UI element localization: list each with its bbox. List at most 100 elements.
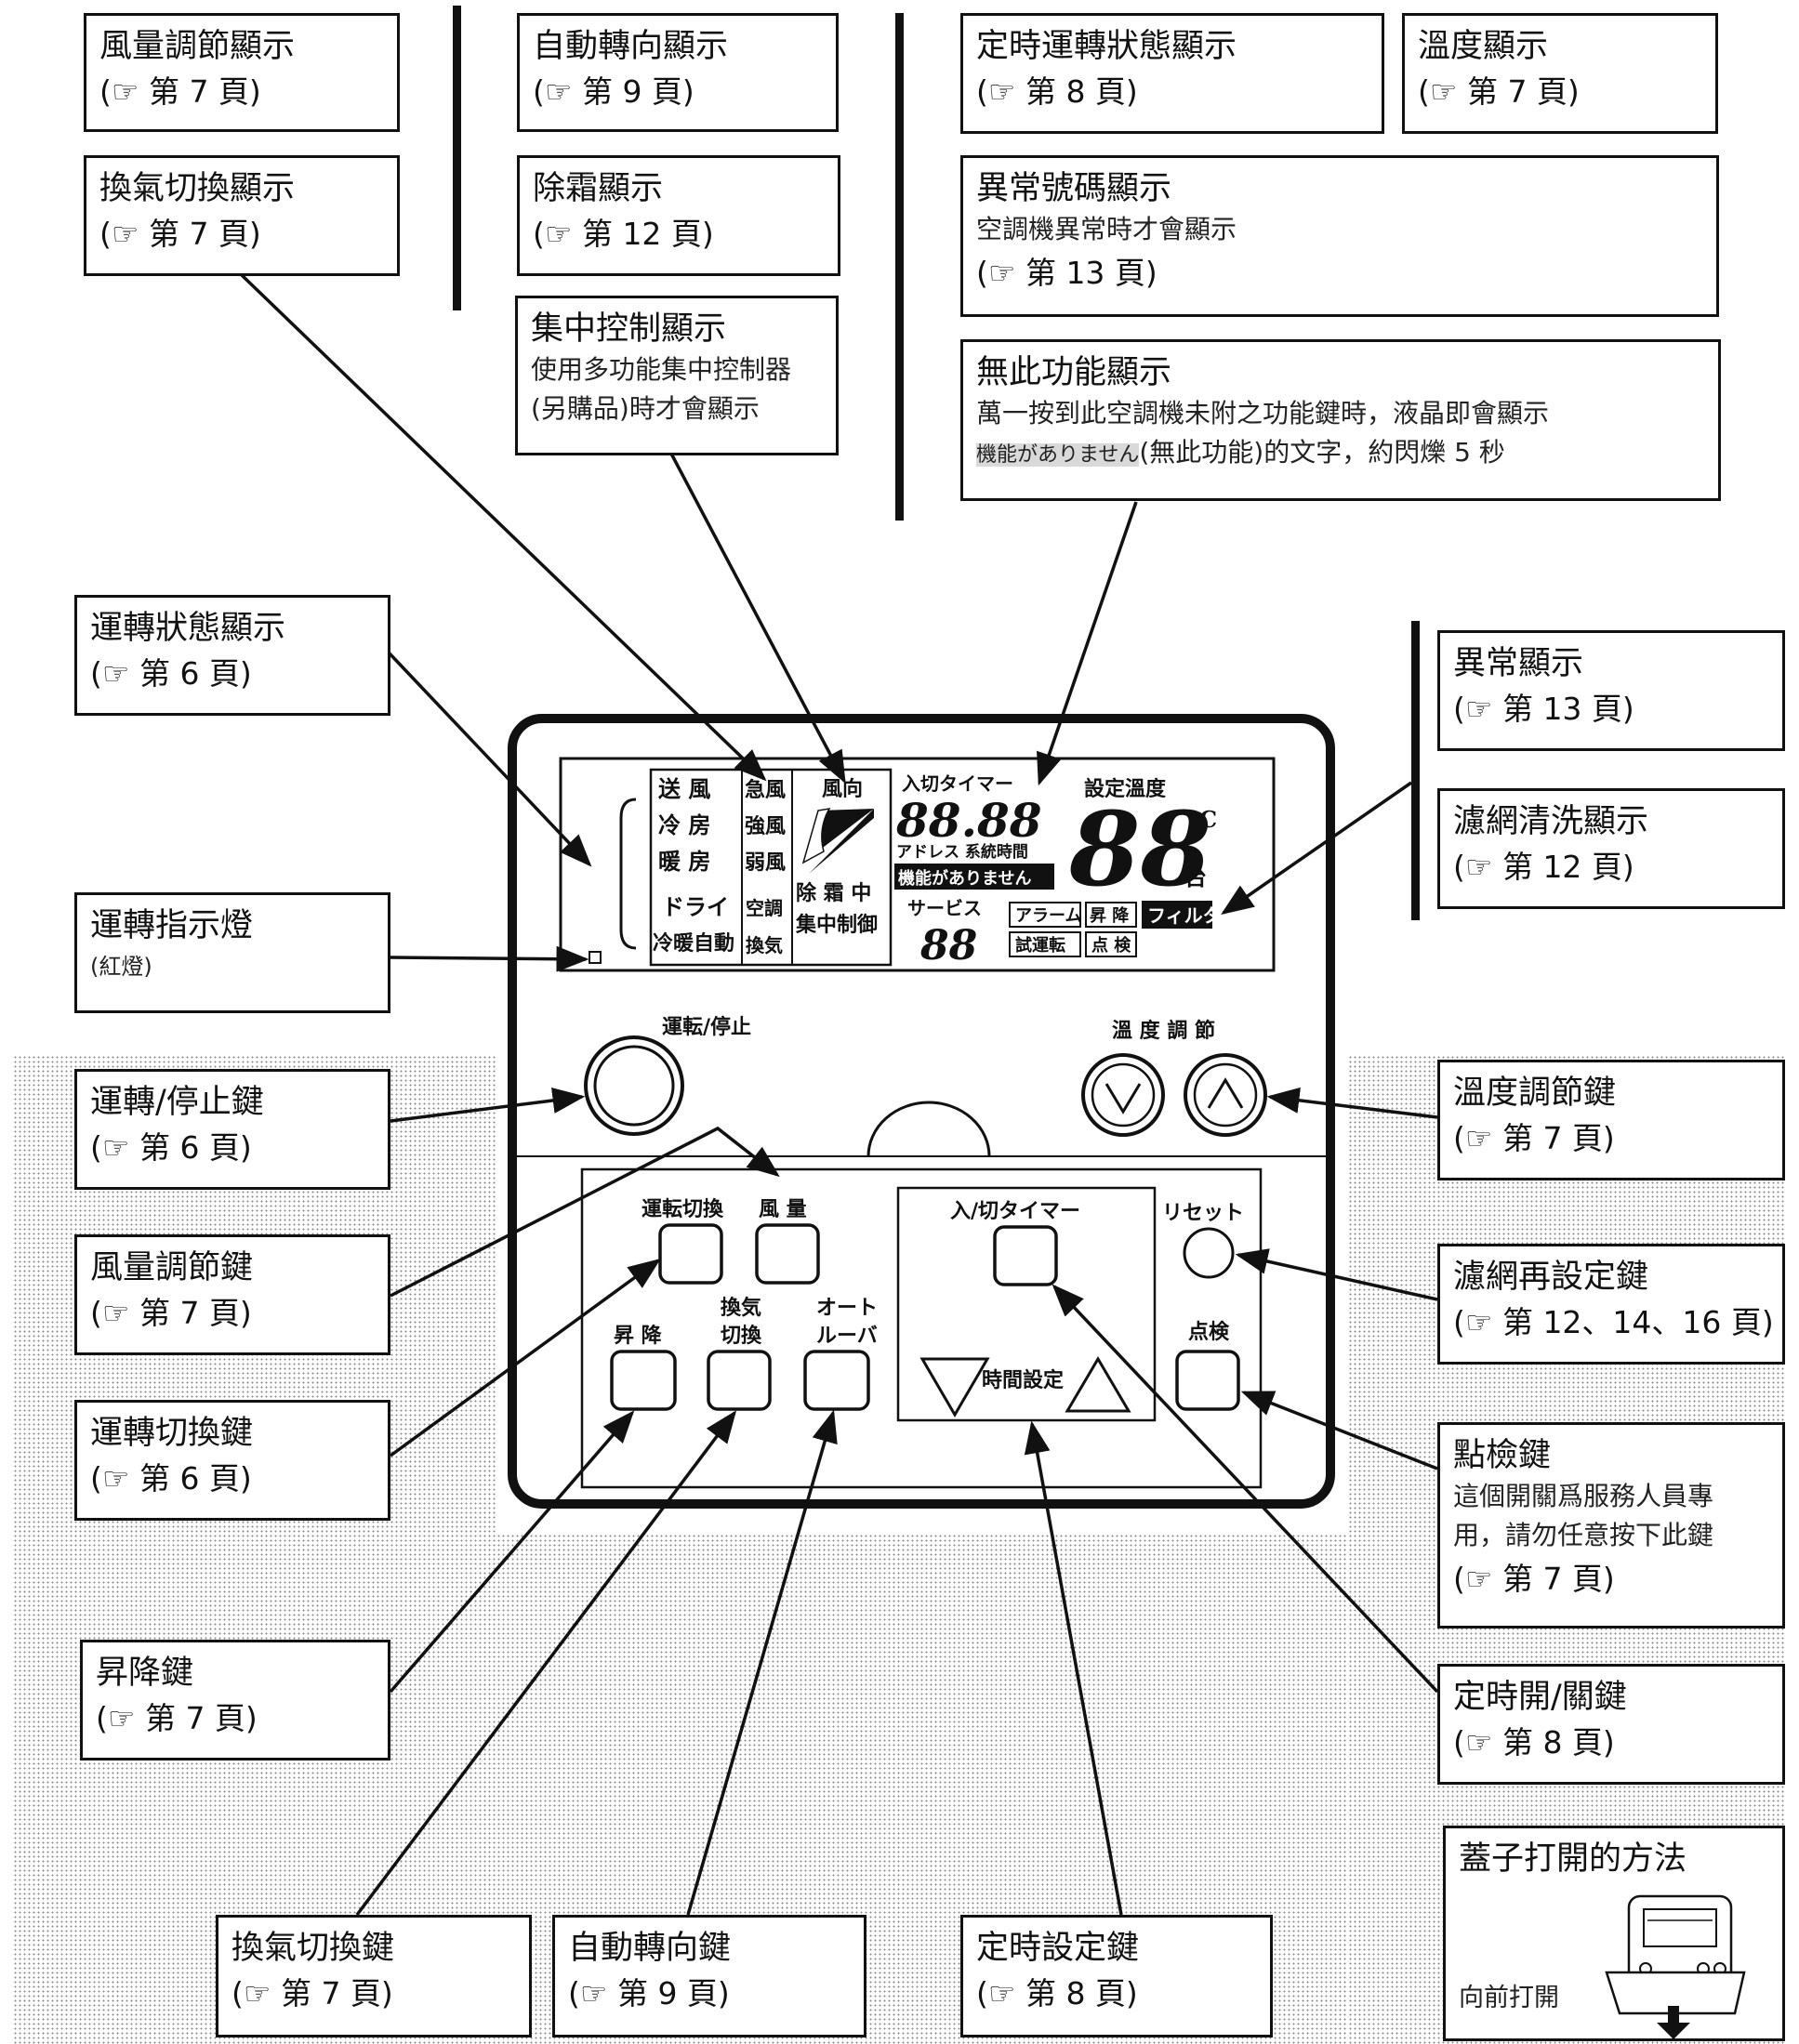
temp-down-button[interactable] (1081, 1053, 1165, 1137)
separator-rule (895, 13, 904, 521)
fan-speed-button[interactable] (755, 1223, 820, 1285)
callout-operation-status-display: 運轉狀態顯示 (☞ 第 6 頁) (74, 595, 390, 716)
lcd-mode-cool: 冷 房 (658, 811, 710, 838)
callout-page-ref: (☞ 第 7 頁) (1453, 1561, 1615, 1597)
callout-operation-lamp: 運轉指示燈 (紅燈) (74, 892, 390, 1013)
callout-title: 濾網清洗顯示 (1453, 803, 1649, 840)
timer-down-button[interactable] (919, 1357, 990, 1418)
callout-title: 濾網再設定鍵 (1453, 1259, 1649, 1296)
lcd-filter-box (1142, 901, 1212, 929)
triangle-up-icon (1065, 1356, 1131, 1413)
lcd-test-run: 試運転 (1015, 935, 1065, 956)
leader-line (390, 945, 589, 972)
cover-open-caption: 向前打開 (1459, 1984, 1559, 2012)
callout-page-ref: (☞ 第 7 頁) (90, 1295, 252, 1331)
check-button[interactable] (1175, 1350, 1240, 1411)
callout-description: 使用多功能集中控制器 (531, 354, 792, 385)
callout-description: (紅燈) (90, 954, 152, 980)
callout-page-ref: (☞ 第 12、14、16 頁) (1453, 1304, 1774, 1340)
callout-defrost-display: 除霜顯示 (☞ 第 12 頁) (517, 155, 840, 276)
callout-auto-swing-key: 自動轉向鍵 (☞ 第 9 頁) (552, 1915, 866, 2037)
lcd-timer-label: 入切タイマー (902, 772, 1013, 795)
lcd-no-function-message: 機能がありません (898, 868, 1031, 889)
callout-page-ref: (☞ 第 9 頁) (568, 1975, 730, 2011)
callout-fan-speed-display: 風量調節顯示 (☞ 第 7 頁) (84, 13, 400, 132)
lcd-test-run-box (1009, 931, 1081, 957)
leader-line (686, 1409, 838, 1916)
lcd-temp-digits: 88 (1068, 789, 1211, 909)
ventilation-button[interactable] (707, 1350, 772, 1411)
callout-page-ref: (☞ 第 12 頁) (1453, 849, 1634, 885)
callout-title: 集中控制顯示 (531, 310, 727, 348)
lcd-service-label: サービス (907, 897, 982, 919)
auto-louver-button[interactable] (803, 1350, 870, 1411)
lcd-filter: フィルタ (1147, 904, 1222, 927)
temp-adjust-label: 溫 度 調 節 (1112, 1019, 1215, 1043)
callout-page-ref: (☞ 第 13 頁) (1453, 691, 1634, 727)
leader-line (390, 1126, 780, 1298)
timer-on-off-button[interactable] (993, 1225, 1058, 1286)
callout-title: 運轉狀態顯示 (90, 610, 286, 647)
callout-page-ref: (☞ 第 8 頁) (1453, 1724, 1615, 1760)
callout-title: 點檢鍵 (1453, 1437, 1552, 1474)
callout-title: 異常顯示 (1453, 645, 1584, 682)
separator-rule (1411, 621, 1420, 920)
leader-line (1266, 1087, 1438, 1119)
lower-key-panel (580, 1167, 1263, 1489)
callout-page-ref: (☞ 第 9 頁) (533, 73, 694, 110)
lift-label: 昇 降 (614, 1324, 663, 1348)
temp-up-button[interactable] (1184, 1053, 1267, 1137)
callout-title: 溫度調節鍵 (1453, 1075, 1617, 1112)
timer-on-off-label: 入/切タイマー (950, 1199, 1080, 1223)
callout-title: 定時開/關鍵 (1453, 1679, 1627, 1716)
callout-title: 定時運轉狀態顯示 (976, 28, 1237, 65)
lcd-ventilation-ac: 空調 (746, 897, 783, 919)
callout-central-control-display: 集中控制顯示 使用多功能集中控制器 (另購品)時才會顯示 (515, 296, 839, 455)
triangle-down-icon (919, 1357, 990, 1418)
callout-description: (另購品)時才會顯示 (531, 393, 760, 424)
callout-title: 除霜顯示 (533, 170, 664, 207)
callout-temperature-display: 溫度顯示 (☞ 第 7 頁) (1402, 13, 1718, 134)
callout-page-ref: (☞ 第 8 頁) (976, 1975, 1138, 2011)
callout-page-ref: (☞ 第 7 頁) (99, 216, 261, 252)
auto-louver-label-1: オート (816, 1296, 878, 1320)
fan-speed-label: 風 量 (759, 1197, 807, 1221)
lcd-unit: 台 (1184, 864, 1207, 890)
callout-title: 換氣切換鍵 (231, 1930, 395, 1967)
callout-description: 用，請勿任意按下此鍵 (1453, 1520, 1714, 1550)
run-stop-label: 運転/停止 (662, 1015, 751, 1039)
lcd-mode-heat: 暖 房 (658, 848, 710, 875)
arrow-down-icon (1657, 2006, 1690, 2039)
leader-lines (240, 273, 1439, 1917)
timer-panel (896, 1186, 1157, 1422)
callout-run-stop-key: 運轉/停止鍵 (☞ 第 6 頁) (74, 1069, 390, 1190)
callout-page-ref: (☞ 第 7 頁) (1453, 1120, 1615, 1156)
callout-page-ref: (☞ 第 7 頁) (231, 1975, 393, 2011)
lcd-celsius: °C (1188, 806, 1217, 833)
lcd-fan-weak: 弱風 (745, 851, 786, 875)
callout-title: 蓋子打開的方法 (1459, 1840, 1687, 1878)
callout-filter-clean-display: 濾網清洗顯示 (☞ 第 12 頁) (1437, 788, 1785, 909)
cover-open-illustration (1605, 1894, 1746, 2039)
mode-switch-button[interactable] (658, 1223, 723, 1285)
filter-reset-button[interactable] (1183, 1227, 1235, 1279)
callout-timer-set-key: 定時設定鍵 (☞ 第 8 頁) (960, 1915, 1273, 2037)
callout-timer-status-display: 定時運轉狀態顯示 (☞ 第 8 頁) (960, 13, 1384, 134)
remote-controller: 送 風 冷 房 暖 房 ドライ 冷暖自動 急風 強風 弱風 空調 換気 風向 除… (508, 714, 1335, 1509)
chevron-down-icon (1105, 1083, 1142, 1114)
ventilation-label-2: 切換 (721, 1324, 762, 1348)
callout-description: 機能がありません(無此功能)的文字，約閃爍 5 秒 (976, 437, 1505, 468)
timer-up-button[interactable] (1065, 1356, 1131, 1413)
callout-page-ref: (☞ 第 7 頁) (1418, 73, 1580, 110)
cover-notch (866, 1101, 991, 1157)
callout-mode-key: 運轉切換鍵 (☞ 第 6 頁) (74, 1400, 390, 1521)
callout-page-ref: (☞ 第 7 頁) (96, 1700, 258, 1736)
lift-button[interactable] (610, 1350, 677, 1411)
callout-title: 異常號碼顯示 (976, 170, 1172, 207)
leader-line (1052, 1284, 1439, 1694)
callout-check-key: 點檢鍵 這個開關爲服務人員專 用，請勿任意按下此鍵 (☞ 第 7 頁) (1437, 1422, 1785, 1629)
run-stop-button[interactable] (584, 1035, 684, 1136)
callout-auto-swing-display: 自動轉向顯示 (☞ 第 9 頁) (517, 13, 839, 132)
